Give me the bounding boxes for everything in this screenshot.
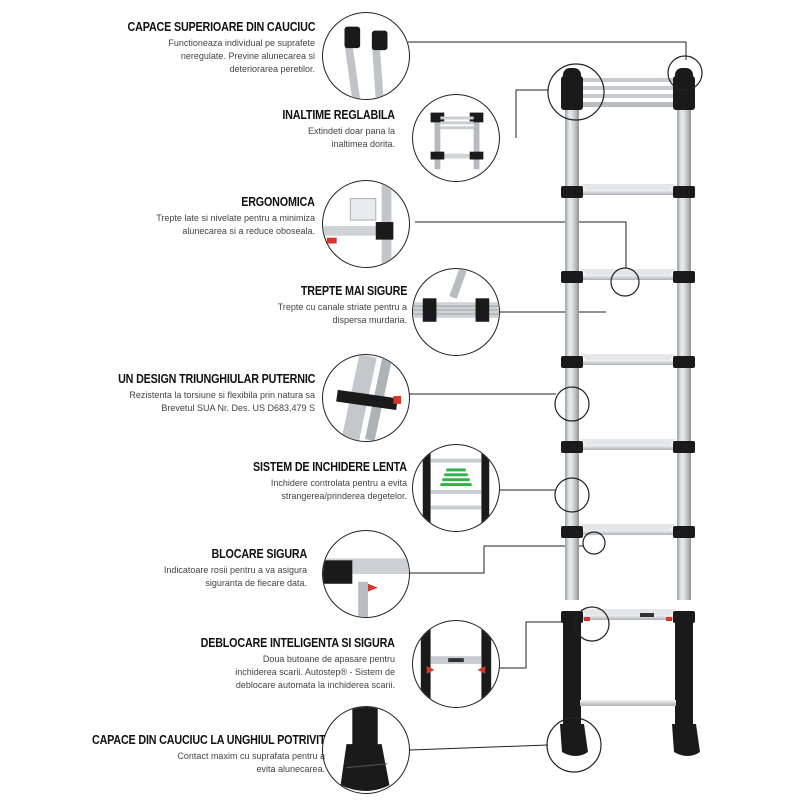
rubber-feet-photo: [322, 706, 410, 794]
feature-description: Inchidere controlata pentru a evita stra…: [270, 478, 407, 501]
soft-close-photo: [412, 444, 500, 532]
left-foot: [560, 724, 588, 756]
feature-title: TREPTE MAI SIGURE: [300, 284, 408, 298]
feature-description: Trepte cu canale striate pentru a disper…: [277, 302, 407, 325]
ladder: [561, 68, 695, 726]
feature-description: Indicatoare rosii pentru a va asigura si…: [163, 565, 307, 588]
feature-rubber-top-caps: CAPACE SUPERIOARE DIN CAUCIUC Functionea…: [97, 20, 315, 76]
feature-title: DEBLOCARE INTELIGENTA SI SIGURA: [200, 636, 395, 650]
feature-title: SISTEM DE INCHIDERE LENTA: [253, 460, 407, 474]
feature-description: Contact maxim cu suprafata pentru a evit…: [177, 751, 325, 774]
callout-circles: [546, 55, 703, 773]
feature-title: ERGONOMICA: [241, 195, 315, 209]
triangular-design-photo: [322, 354, 410, 442]
rubber-top-caps-photo: [322, 12, 410, 100]
safer-steps-photo: [412, 268, 500, 356]
feature-description: Extindeti doar pana la inaltimea dorita.: [307, 126, 395, 149]
feature-smart-unlock: DEBLOCARE INTELIGENTA SI SIGURA Doua but…: [169, 636, 395, 692]
feature-triangular-design: UN DESIGN TRIUNGHIULAR PUTERNIC Rezisten…: [86, 372, 315, 415]
feature-description: Doua butoane de apasare pentru inchidere…: [235, 654, 395, 690]
ladder-step: [561, 354, 695, 368]
feature-ergonomic: ERGONOMICA Trepte late si nivelate pentr…: [156, 195, 315, 238]
ergonomic-steps-photo: [322, 180, 410, 268]
feature-soft-close: SISTEM DE INCHIDERE LENTA Inchidere cont…: [228, 460, 407, 503]
safe-lock-photo: [322, 530, 410, 618]
smart-unlock-photo: [412, 620, 500, 708]
ladder-step: [561, 439, 695, 453]
feature-title: CAPACE SUPERIOARE DIN CAUCIUC: [127, 20, 315, 34]
feature-rubber-feet: CAPACE DIN CAUCIUC LA UNGHIUL POTRIVIT C…: [54, 733, 326, 776]
ladder-step: [561, 609, 695, 623]
ladder-step: [561, 269, 695, 283]
adjustable-height-photo: [412, 94, 500, 182]
ladder-step: [561, 184, 695, 198]
feature-title: INALTIME REGLABILA: [282, 108, 395, 122]
feature-title: CAPACE DIN CAUCIUC LA UNGHIUL POTRIVIT: [91, 733, 326, 747]
feature-title: UN DESIGN TRIUNGHIULAR PUTERNIC: [117, 372, 315, 386]
feature-title: BLOCARE SIGURA: [211, 547, 307, 561]
feature-safer-steps: TREPTE MAI SIGURE Trepte cu canale stria…: [278, 284, 407, 327]
ladder-step: [561, 524, 695, 538]
right-foot: [672, 724, 700, 756]
ladder-steps: [561, 184, 695, 623]
feature-description: Trepte late si nivelate pentru a minimiz…: [156, 213, 315, 236]
feature-description: Functioneaza individual pe suprafete ner…: [168, 38, 315, 74]
feature-safe-lock: BLOCARE SIGURA Indicatoare rosii pentru …: [164, 547, 307, 590]
feature-adjustable-height: INALTIME REGLABILA Extindeti doar pana l…: [264, 108, 395, 151]
feature-description: Rezistenta la torsiune si flexibila prin…: [129, 390, 315, 413]
